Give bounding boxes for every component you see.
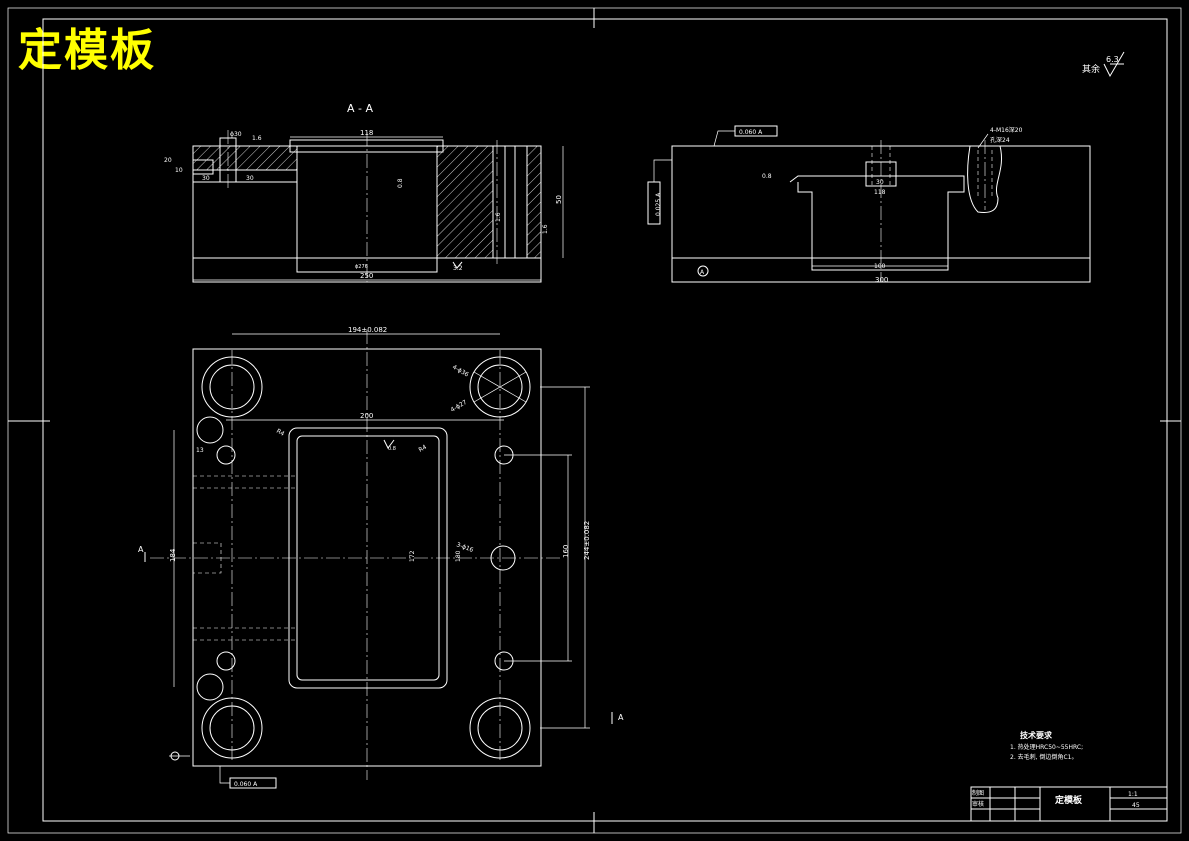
section-view-aa: A - A 250 50 118 20 10 30 30 ϕ30 ϕ276 1. — [164, 102, 564, 283]
svg-text:A: A — [138, 545, 144, 554]
svg-text:定模板: 定模板 — [1054, 794, 1083, 806]
drawing-title: 定模板 — [18, 25, 156, 76]
svg-text:制图: 制图 — [972, 789, 984, 797]
svg-text:118: 118 — [360, 129, 373, 137]
svg-text:20: 20 — [164, 157, 172, 164]
surface-finish-note: 其余 6.3 — [1082, 51, 1125, 78]
svg-text:1:1: 1:1 — [1128, 791, 1138, 798]
svg-text:技术要求: 技术要求 — [1020, 730, 1053, 740]
svg-text:300: 300 — [875, 276, 888, 284]
svg-text:A: A — [618, 713, 624, 722]
svg-text:160: 160 — [562, 545, 570, 558]
svg-text:30: 30 — [202, 175, 210, 182]
svg-text:13: 13 — [196, 447, 204, 454]
side-view: 300 118 100 30 0.8 0.060 A 0.025 A 4-M16… — [647, 125, 1091, 284]
svg-text:0.8: 0.8 — [397, 178, 404, 188]
svg-text:0.060 A: 0.060 A — [234, 781, 258, 788]
svg-text:10: 10 — [175, 167, 183, 174]
technical-requirements: 技术要求 1. 热处理HRC50~55HRC; 2. 去毛刺, 倒边倒角C1。 — [1010, 730, 1083, 761]
svg-text:2. 去毛刺, 倒边倒角C1。: 2. 去毛刺, 倒边倒角C1。 — [1010, 753, 1077, 761]
svg-text:50: 50 — [555, 195, 563, 204]
section-label: A - A — [347, 102, 373, 115]
svg-text:180: 180 — [455, 550, 462, 562]
svg-text:1.6: 1.6 — [542, 224, 549, 234]
svg-text:30: 30 — [246, 175, 254, 182]
svg-text:4-ϕ36: 4-ϕ36 — [451, 364, 470, 379]
svg-text:3.2: 3.2 — [453, 265, 463, 272]
svg-text:194±0.082: 194±0.082 — [348, 326, 387, 334]
svg-text:其余: 其余 — [1082, 63, 1100, 75]
svg-text:6.3: 6.3 — [1106, 55, 1119, 64]
svg-text:1.6: 1.6 — [252, 135, 262, 142]
svg-text:244±0.082: 244±0.082 — [583, 521, 591, 560]
svg-text:172: 172 — [409, 550, 416, 562]
svg-text:0.025 A: 0.025 A — [655, 192, 662, 216]
title-block: 制图 审核 定模板 1:1 45 — [970, 786, 1168, 822]
svg-text:4-M16深20: 4-M16深20 — [990, 126, 1023, 134]
svg-text:孔深24: 孔深24 — [990, 136, 1010, 144]
svg-text:R4: R4 — [418, 444, 429, 454]
svg-text:118: 118 — [874, 189, 886, 196]
svg-text:1. 热处理HRC50~55HRC;: 1. 热处理HRC50~55HRC; — [1010, 743, 1083, 751]
svg-text:A: A — [700, 269, 705, 276]
svg-text:200: 200 — [360, 412, 373, 420]
svg-text:0.8: 0.8 — [762, 173, 772, 180]
svg-text:250: 250 — [360, 272, 373, 280]
svg-text:0.8: 0.8 — [388, 446, 396, 452]
svg-text:R4: R4 — [275, 428, 286, 438]
svg-text:0.060 A: 0.060 A — [739, 129, 763, 136]
svg-text:30: 30 — [876, 179, 884, 186]
svg-text:1.6: 1.6 — [495, 212, 502, 222]
svg-text:ϕ30: ϕ30 — [230, 131, 242, 138]
plan-view: 194±0.082 200 244±0.082 160 184 172 180 … — [138, 326, 624, 789]
svg-text:ϕ276: ϕ276 — [355, 264, 368, 270]
svg-text:4-ϕ27: 4-ϕ27 — [450, 399, 469, 414]
svg-text:45: 45 — [1132, 802, 1140, 809]
svg-text:184: 184 — [169, 548, 177, 562]
svg-text:100: 100 — [874, 263, 886, 270]
svg-text:审核: 审核 — [972, 800, 984, 808]
